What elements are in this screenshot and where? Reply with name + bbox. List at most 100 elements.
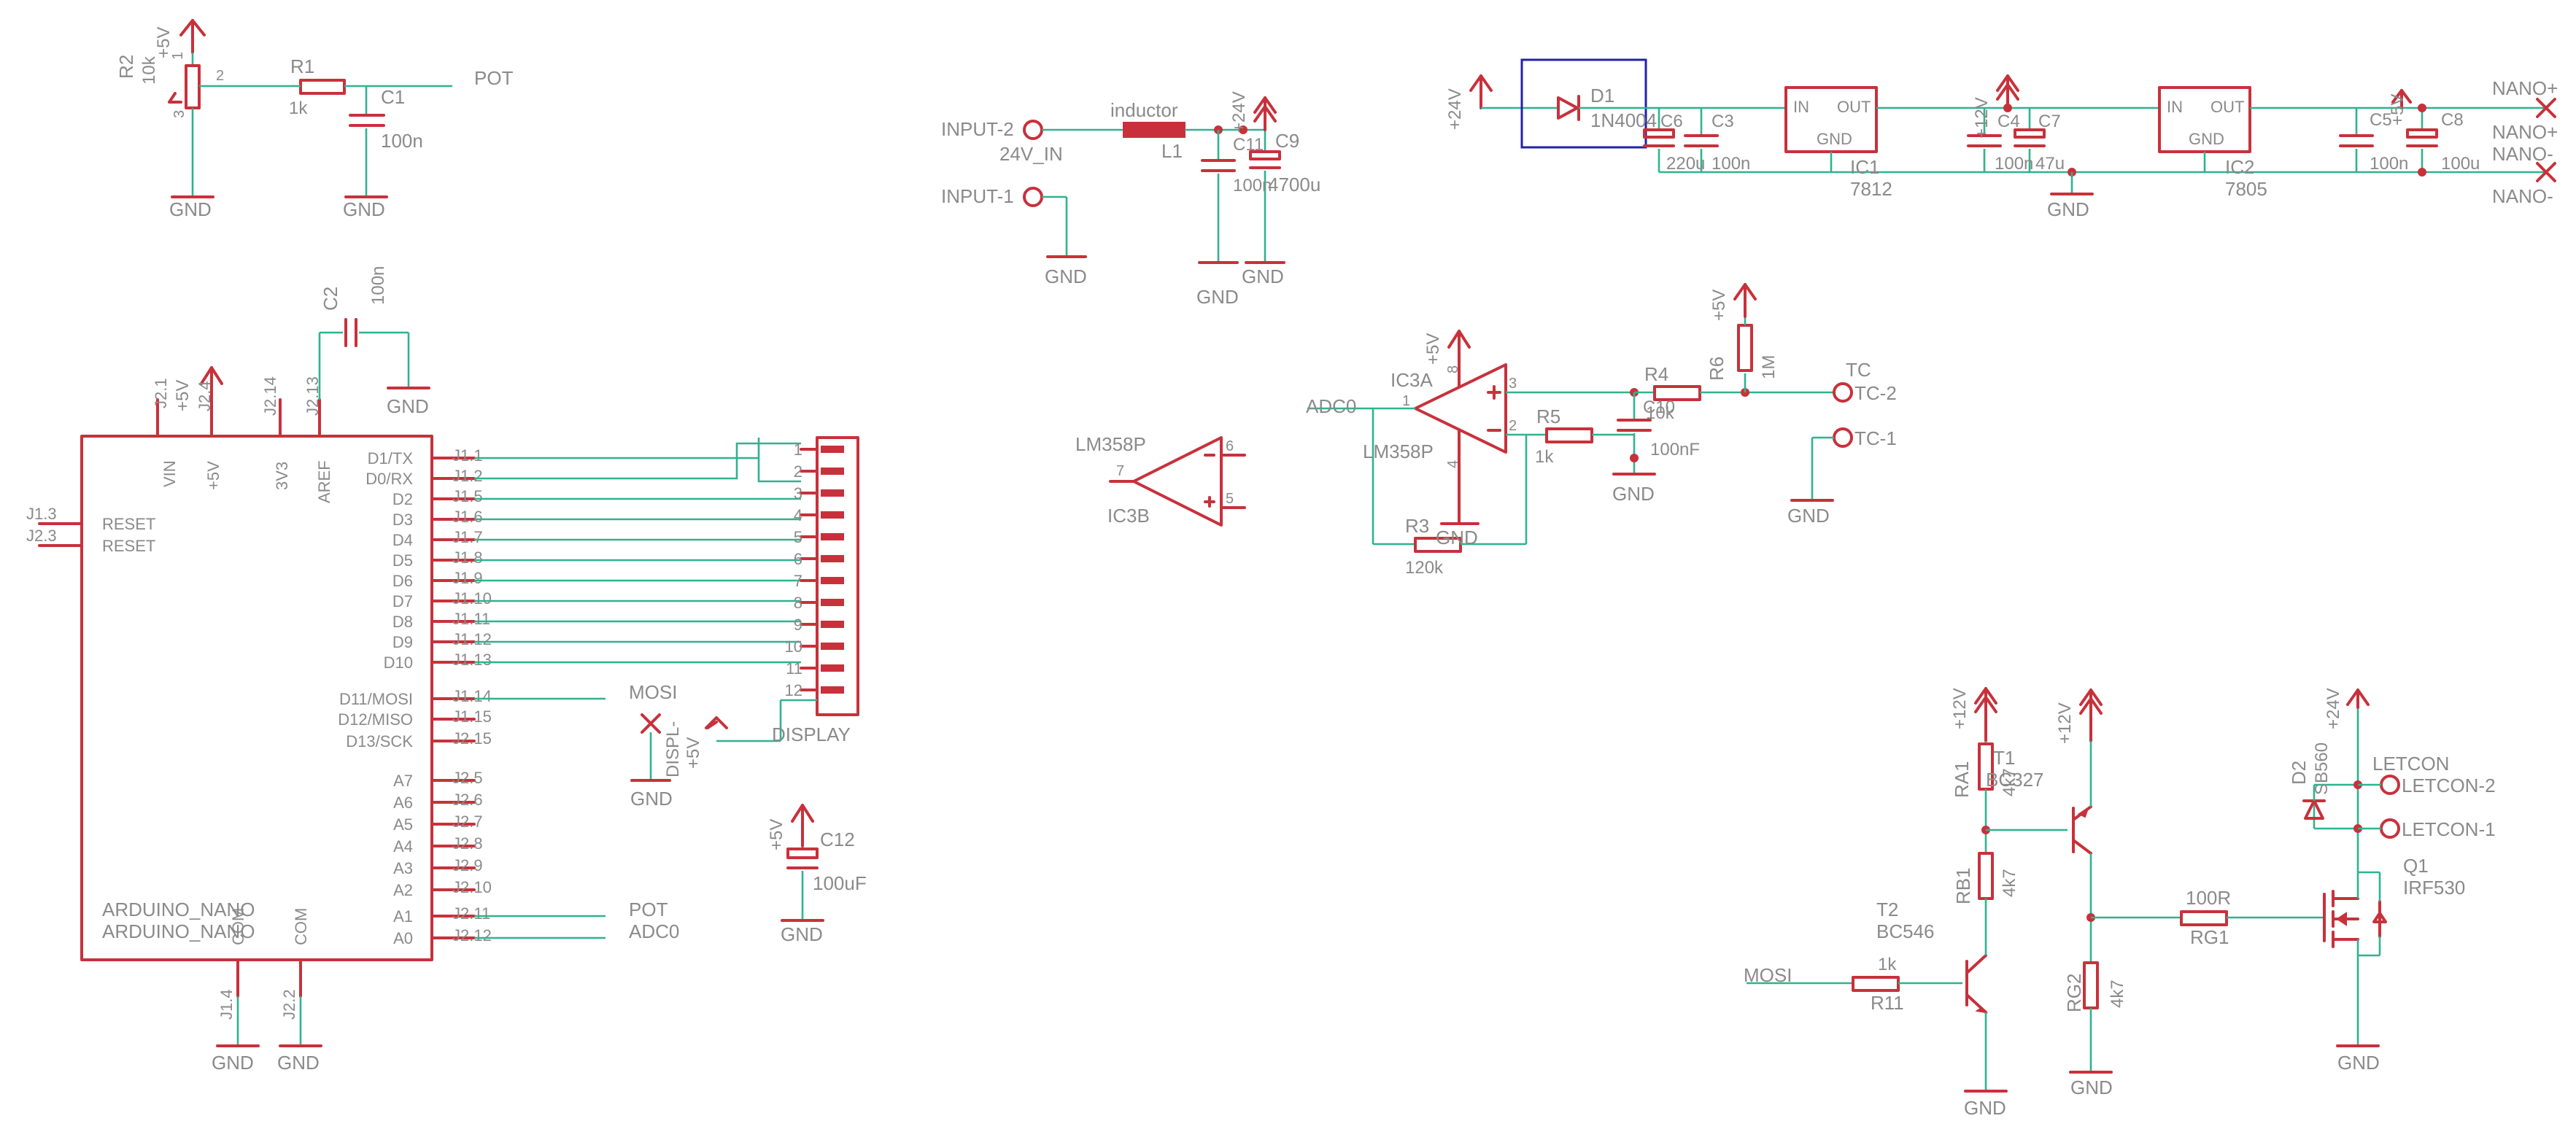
t2-label: T2 <box>1876 899 1898 920</box>
c9-value: 4700u <box>1268 174 1320 195</box>
bottom-pin-label-1: COM <box>292 908 310 945</box>
nano-pin-label-8: D8 <box>392 613 413 631</box>
c8-electrolytic[interactable] <box>2406 128 2438 139</box>
ic2-gnd: GND <box>2189 130 2224 148</box>
display-pin-contact-11 <box>821 686 844 694</box>
nano-pin-j-5: J1.8 <box>452 548 483 567</box>
nano-net-adc0: ADC0 <box>629 920 679 942</box>
tc1-terminal[interactable] <box>1833 427 1853 448</box>
r5-resistor[interactable] <box>1545 427 1593 443</box>
driver-net-mosi: MOSI <box>1744 964 1792 986</box>
top-pin-label-1: +5V <box>204 461 223 490</box>
driver-supply12b: +12V <box>2055 702 2075 744</box>
input-gnd3: GND <box>1242 265 1284 287</box>
bottom-pin-j-1: J2.2 <box>280 989 298 1020</box>
c1-label: C1 <box>381 86 405 108</box>
rb1-value: 4k7 <box>2000 869 2019 897</box>
r11-label: R11 <box>1871 992 1904 1014</box>
inductor-label: inductor <box>1110 99 1178 121</box>
nano-pin-j-1: J1.2 <box>452 467 483 485</box>
driver-supply24: +24V <box>2324 688 2343 729</box>
c2-gnd: GND <box>387 395 429 417</box>
r11-value: 1k <box>1878 955 1897 974</box>
nano-name-1: ARDUINO_NANO <box>102 899 255 920</box>
r1-value: 1k <box>289 98 308 118</box>
r1-resistor[interactable] <box>299 79 346 95</box>
c7-electrolytic[interactable] <box>2014 128 2046 139</box>
display-pin-label-9: 10 <box>785 637 802 656</box>
input-supply: +24V <box>1229 91 1249 133</box>
input2-terminal[interactable] <box>1023 120 1043 140</box>
r11-resistor[interactable] <box>1852 976 1900 992</box>
letcon2-terminal[interactable] <box>2380 775 2400 795</box>
c12-electrolytic[interactable] <box>786 847 819 859</box>
t2-gnd: GND <box>1964 1097 2006 1119</box>
c6-electrolytic[interactable] <box>1643 128 1675 139</box>
r3-label: R3 <box>1405 515 1429 537</box>
c10-gnd: GND <box>1612 483 1655 505</box>
nano-pin-label-12: D12/MISO <box>338 710 413 729</box>
c3-label: C3 <box>1711 112 1734 131</box>
q1-gnd: GND <box>2337 1052 2380 1074</box>
nano-pin-label-4: D4 <box>392 531 413 549</box>
rg1-resistor[interactable] <box>2180 910 2228 926</box>
reg-supply24: +24V <box>1445 88 1465 130</box>
input2-net: 24V_IN <box>999 143 1063 165</box>
rg1-label: RG1 <box>2190 926 2229 948</box>
tc-gnd: GND <box>1787 505 1830 527</box>
ic3a-pin2: 2 <box>1509 418 1517 434</box>
nano-pin-label-7: D7 <box>392 592 413 610</box>
ic2-out: OUT <box>2211 98 2244 116</box>
r3-value: 120k <box>1405 558 1444 578</box>
nano-pin-label-3: D3 <box>392 511 413 529</box>
c5-label: C5 <box>2370 110 2392 130</box>
input1-terminal[interactable] <box>1023 187 1043 207</box>
r6-resistor[interactable] <box>1737 324 1753 372</box>
ic1-value: 7812 <box>1850 178 1892 200</box>
ic3b-opamp[interactable] <box>1132 436 1223 527</box>
ic3a-pin1: 1 <box>1402 393 1410 409</box>
pot-supply-label: +5V <box>154 27 174 58</box>
ic3b-section: LM358P IC3B 7 6 5 <box>1075 433 1246 527</box>
bottom-pin-j-0: J1.4 <box>217 989 236 1020</box>
nano-minus-2: NANO- <box>2492 185 2553 207</box>
display-wire-0 <box>474 438 801 483</box>
nano-pin-label-15: A6 <box>393 794 413 812</box>
ic3b-type: LM358P <box>1075 433 1146 455</box>
display-name: DISPLAY <box>772 724 851 745</box>
c9-electrolytic[interactable] <box>1249 150 1281 160</box>
display-pin-label-11: 12 <box>785 681 802 699</box>
nano-pin-j-21: J2.12 <box>452 926 492 944</box>
c5-value: 100n <box>2370 154 2408 174</box>
ic3b-pin5: 5 <box>1226 491 1234 507</box>
rg2-value: 4k7 <box>2108 980 2127 1008</box>
input-section: INPUT-2 24V_IN inductor L1 +24V C11 100n… <box>941 91 1320 308</box>
r6-supply: +5V <box>1709 290 1729 321</box>
c12-gnd: GND <box>781 923 823 945</box>
rg2-resistor[interactable] <box>2083 961 2099 1009</box>
nano-minus-1: NANO- <box>2492 143 2553 165</box>
l1-inductor[interactable] <box>1123 122 1185 138</box>
letcon1-label: LETCON-1 <box>2402 818 2496 840</box>
display-connector[interactable] <box>816 436 859 716</box>
ra1-value: 4k7 <box>2000 768 2019 796</box>
r2-potentiometer[interactable] <box>185 64 201 109</box>
c9-label: C9 <box>1275 130 1299 152</box>
tc2-terminal[interactable] <box>1833 382 1853 403</box>
letcon1-terminal[interactable] <box>2380 818 2400 839</box>
pot-gnd2: GND <box>343 198 385 220</box>
r5-label: R5 <box>1536 406 1560 427</box>
opamp-section: IC3A LM358P +5V 8 4 1 2 3 ADC0 R5 1k R3 … <box>1306 283 1897 578</box>
bottom-gnd-1: GND <box>277 1052 320 1074</box>
input-gnd2: GND <box>1196 286 1239 308</box>
display-pin-contact-4 <box>821 533 844 540</box>
d2-diode[interactable] <box>2304 799 2324 820</box>
rg1-value: 100R <box>2186 887 2231 909</box>
c11-value: 100n <box>1233 176 1272 195</box>
nano-pin-j-9: J1.12 <box>452 630 492 648</box>
r6-label: R6 <box>1706 357 1728 381</box>
rb1-resistor[interactable] <box>1978 852 1994 900</box>
ic2-value: 7805 <box>2225 178 2267 200</box>
nano-plus-1: NANO+ <box>2492 77 2558 99</box>
